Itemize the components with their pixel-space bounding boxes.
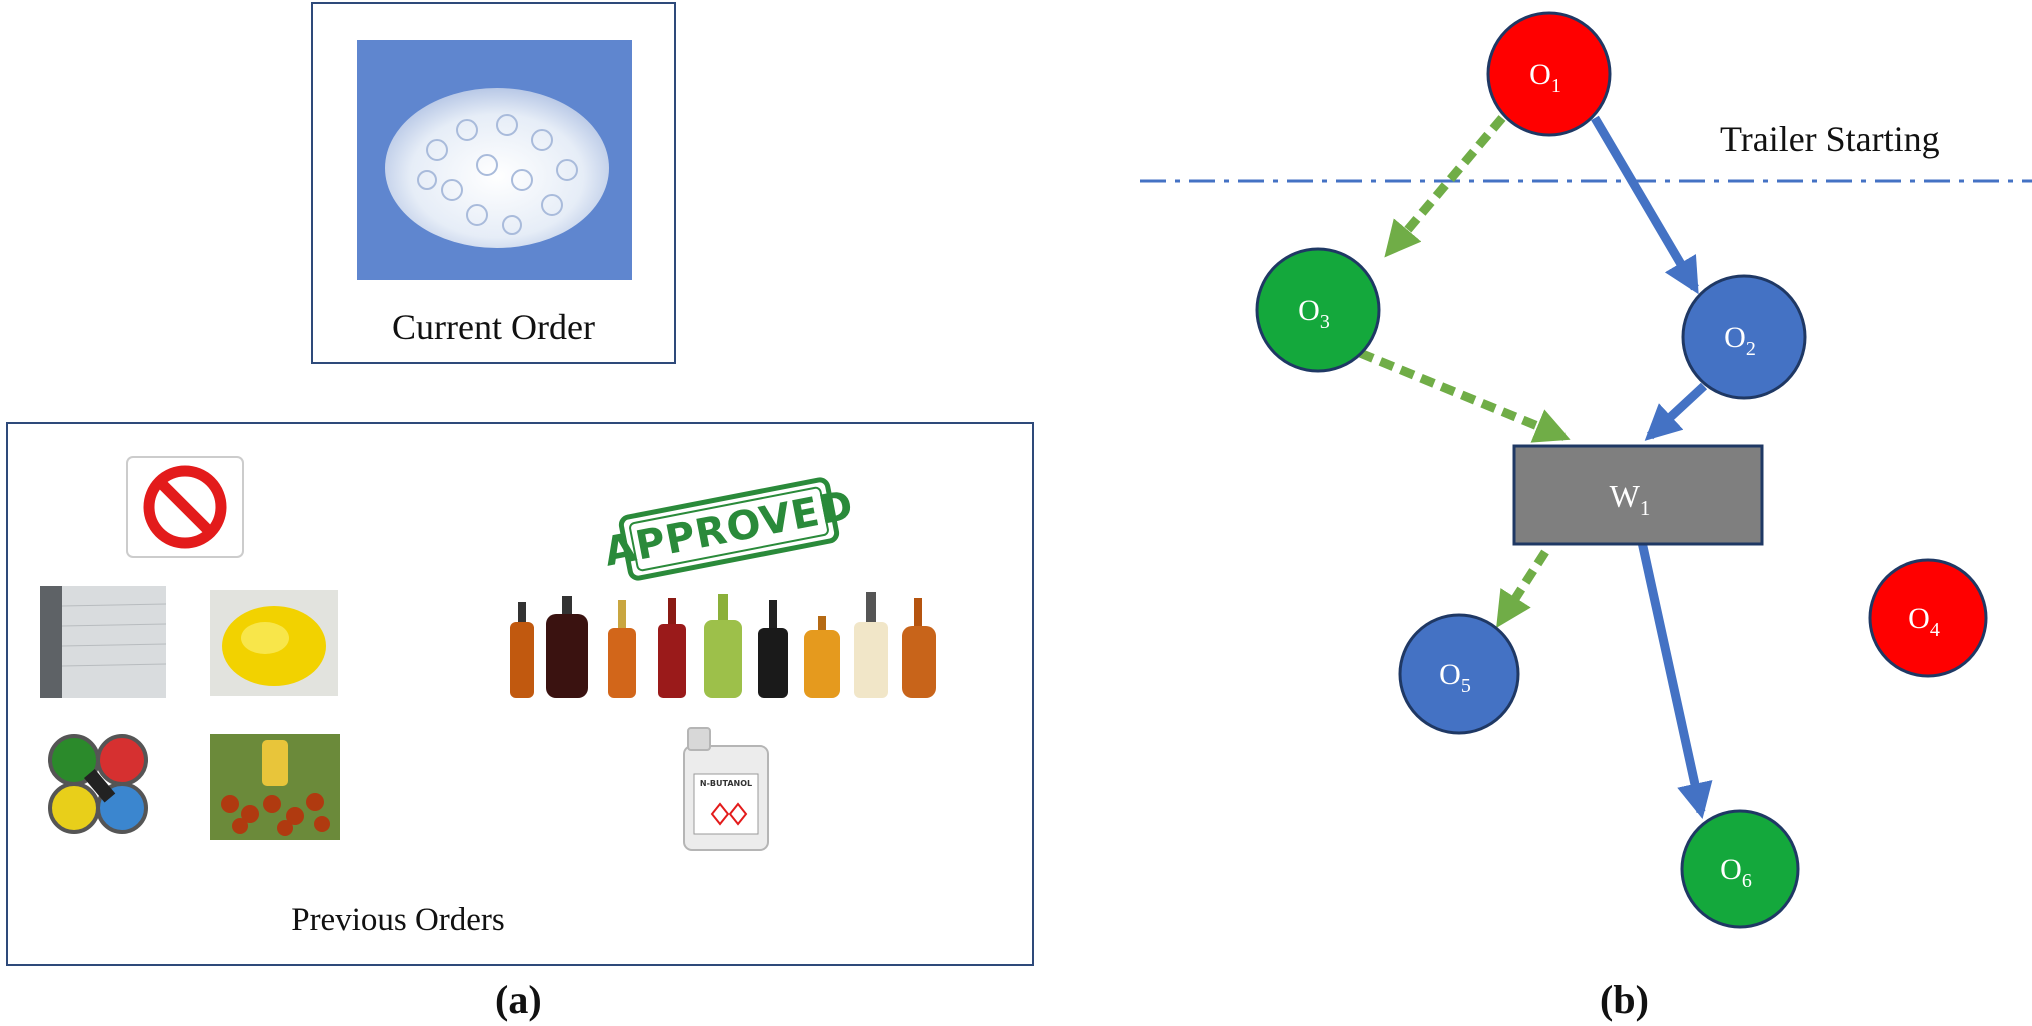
node-o5-label: O5	[1439, 658, 1471, 697]
yellow-resin-image	[210, 590, 338, 696]
trailer-starting-label: Trailer Starting	[1720, 119, 1940, 159]
node-o4-label: O4	[1908, 602, 1940, 641]
node-o4: O4	[1868, 558, 1988, 678]
node-o3-circle	[1255, 247, 1381, 373]
node-o4-circle	[1868, 558, 1988, 678]
route-w1-o5	[1496, 549, 1549, 629]
previous-orders-box: APPROVED N-BUTANOL Previous Orders	[6, 422, 1034, 966]
current-order-box: Current Order	[311, 2, 676, 364]
approved-stamp	[618, 477, 840, 581]
node-o1-circle	[1486, 11, 1612, 137]
node-o5: O5	[1398, 613, 1520, 735]
route-o2-w1	[1644, 382, 1708, 441]
node-o3: O3	[1255, 247, 1381, 373]
node-o2: O2	[1681, 274, 1807, 400]
panel-b-caption: (b)	[1600, 977, 1649, 1022]
route-o3-w1	[1358, 348, 1571, 443]
node-o6-label: O6	[1720, 853, 1752, 892]
paper-stack-image	[40, 586, 166, 698]
warehouse-w1	[1512, 444, 1764, 546]
node-o2-label: O2	[1724, 321, 1756, 360]
node-o6: O6	[1680, 809, 1800, 929]
node-o3-label: O3	[1298, 294, 1330, 333]
plastic-pellets-image	[357, 40, 632, 280]
paint-cans-image	[48, 734, 148, 834]
node-o1: O1	[1486, 11, 1612, 137]
previous-orders-label: Previous Orders	[291, 902, 505, 938]
route-o1-o2	[1591, 115, 1699, 295]
prohibited-icon	[126, 456, 244, 558]
palm-oil-image	[210, 734, 340, 840]
node-o1-label: O1	[1529, 58, 1561, 97]
node-o5-circle	[1398, 613, 1520, 735]
jerrycan-label: N-BUTANOL	[700, 779, 752, 788]
route-o1-o3	[1384, 115, 1506, 258]
route-w1-o6	[1637, 541, 1713, 820]
current-order-label: Current Order	[392, 307, 595, 347]
node-o6-circle	[1680, 809, 1800, 929]
node-o2-circle	[1681, 274, 1807, 400]
panel-a-caption: (a)	[495, 977, 542, 1022]
warehouse-w1-label: W1	[1610, 478, 1651, 520]
liquor-bottles-image	[510, 592, 936, 698]
n-butanol-jerrycan-image: N-BUTANOL	[683, 727, 769, 851]
